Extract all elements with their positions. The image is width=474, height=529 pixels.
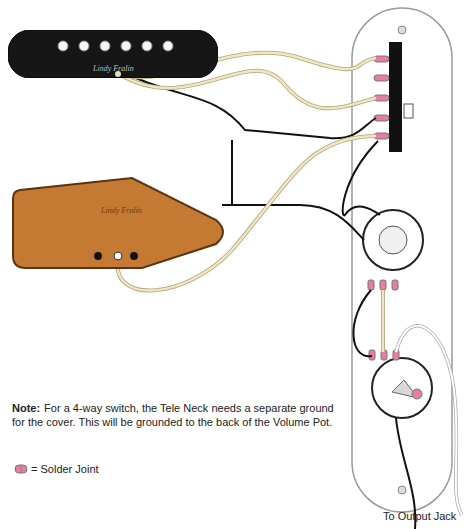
control-plate: [352, 8, 452, 512]
black-wire: [353, 290, 372, 356]
output-wire: [396, 326, 462, 515]
pole-piece: [142, 41, 152, 51]
mounting-hole: [94, 252, 102, 260]
mounting-hole: [130, 252, 138, 260]
tone-pot: [392, 280, 398, 290]
neck-pickup: Lindy Fralin: [8, 30, 218, 78]
pickup-logo: Lindy Fralin: [101, 206, 142, 215]
pole-piece: [100, 41, 110, 51]
note-heading: Note:: [12, 402, 40, 414]
control-plate: [352, 8, 452, 512]
black-wire: [222, 204, 232, 206]
selector-switch: [374, 75, 389, 81]
pole-piece: [121, 41, 131, 51]
black-wire: [122, 72, 415, 529]
output-wire: [396, 326, 462, 515]
volume-pot: [412, 389, 422, 399]
volume-pot: [369, 350, 432, 418]
note: Note:For a 4-way switch, the Tele Neck n…: [12, 401, 342, 429]
volume-pot: [372, 358, 432, 418]
lead-exit: [114, 252, 122, 260]
tone-pot: [368, 280, 374, 290]
solder-joint-symbol: [21, 465, 22, 473]
control-plate: [398, 486, 406, 494]
legend-text: = Solder Joint: [31, 463, 99, 475]
selector-switch: [374, 95, 389, 101]
selector-switch: [374, 42, 413, 152]
black-wire: [122, 72, 376, 138]
tone-pot: [363, 210, 423, 290]
solder-joint-symbol: [14, 464, 28, 474]
pickup-logo: Lindy Fralin: [93, 64, 134, 73]
selector-switch: [374, 56, 389, 62]
cloth-wire: [382, 290, 384, 352]
selector-switch: [374, 133, 389, 139]
bridge-pickup: Lindy Fralin: [10, 176, 232, 270]
output-label: To Output Jack: [383, 509, 456, 523]
tone-pot: [379, 226, 407, 254]
solder-joint-symbol: [15, 465, 27, 473]
output-wire: [396, 326, 462, 515]
pole-piece: [79, 41, 89, 51]
pole-piece: [163, 41, 173, 51]
legend-row: = Solder Joint: [14, 461, 99, 476]
cloth-wire-outline: [381, 290, 385, 352]
pole-piece: [58, 41, 68, 51]
selector-switch: [389, 42, 402, 152]
note-text: For a 4-way switch, the Tele Neck needs …: [12, 402, 334, 428]
volume-pot: [369, 350, 375, 360]
tone-pot: [363, 210, 423, 270]
control-plate: [398, 26, 406, 34]
tone-pot: [380, 280, 386, 290]
black-wire: [343, 141, 380, 215]
bridge-pickup-outline: [10, 176, 232, 270]
selector-switch: [404, 104, 413, 118]
selector-switch: [374, 115, 389, 121]
